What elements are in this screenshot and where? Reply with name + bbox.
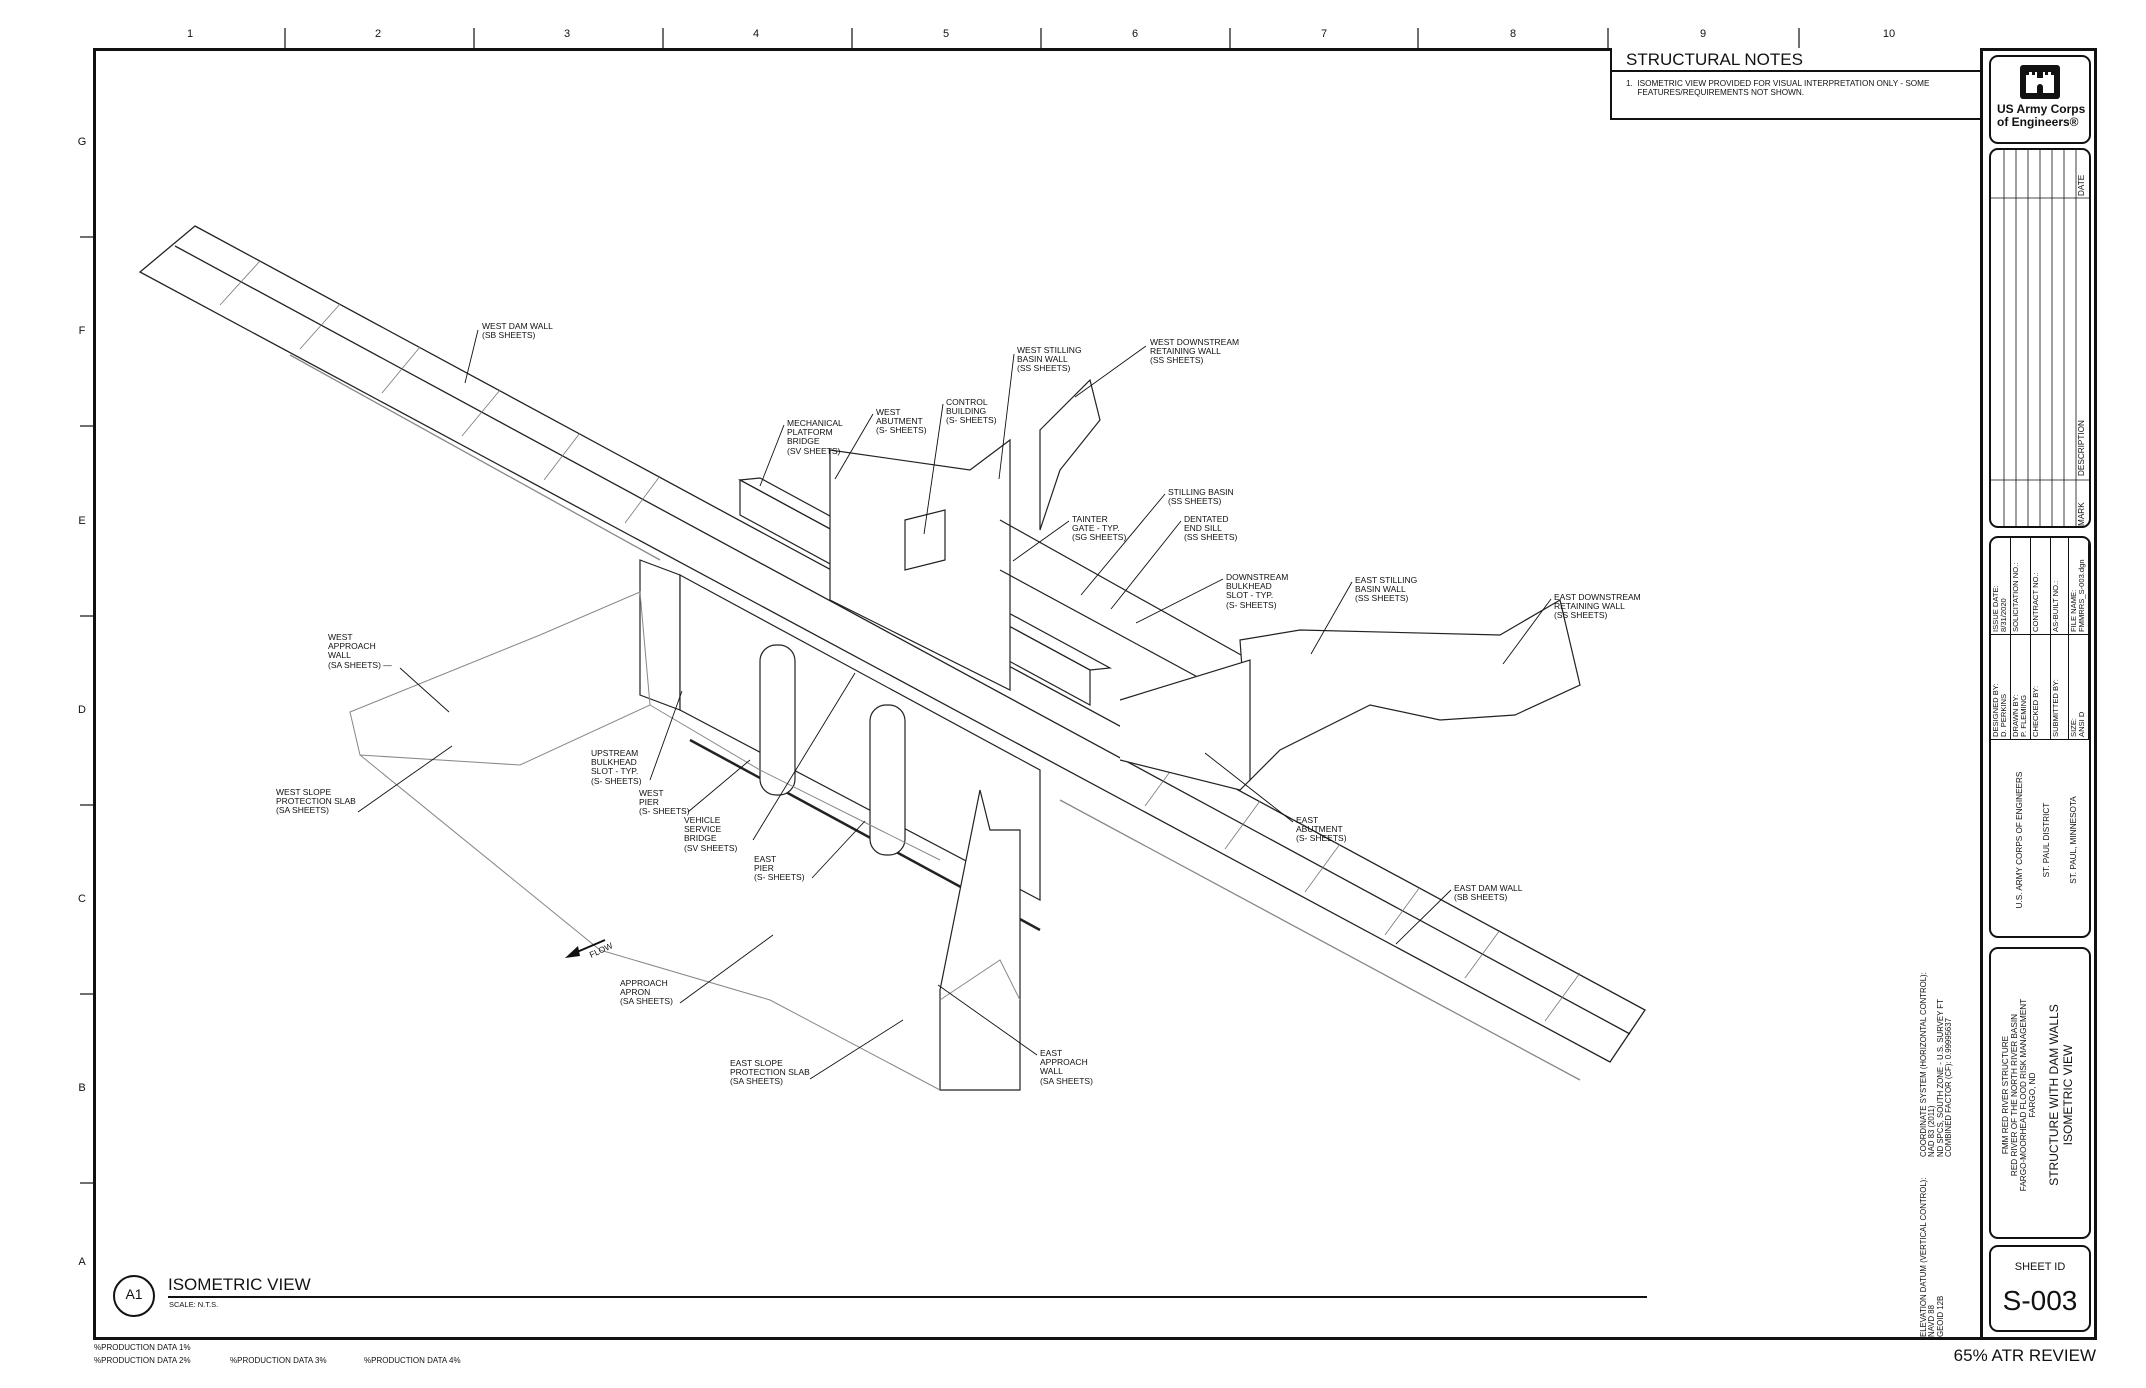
office-line2: ST. PAUL DISTRICT xyxy=(2042,802,2051,878)
grid-col-label: 1 xyxy=(186,28,194,40)
view-title: ISOMETRIC VIEW xyxy=(168,1275,311,1294)
callout-west-slope-protection-slab: WEST SLOPE PROTECTION SLAB (SA SHEETS) xyxy=(276,787,356,816)
grid-col-label: 10 xyxy=(1882,28,1896,40)
datum-notes: ELEVATION DATUM (VERTICAL CONTROL): NAVD… xyxy=(1918,947,1978,1337)
office-line3: ST. PAUL, MINNESOTA xyxy=(2069,796,2078,884)
slabs xyxy=(349,591,1021,1091)
sheet-border xyxy=(93,48,2097,1340)
office-line1: U.S. ARMY CORPS OF ENGINEERS xyxy=(2015,771,2024,909)
sheet-title-line1: STRUCTURE WITH DAM WALLS xyxy=(2047,1004,2061,1186)
logo-text-line1: US Army Corps xyxy=(1997,102,2086,116)
coordinate-system: COORDINATE SYSTEM (HORIZONTAL CONTROL): … xyxy=(1919,972,1954,1157)
flow-arrow xyxy=(565,939,606,958)
callout-downstream-bulkhead-slot: DOWNSTREAM BULKHEAD SLOT - TYP. (S- SHEE… xyxy=(1226,572,1289,610)
callout-east-pier: EAST PIER (S- SHEETS) xyxy=(754,854,805,883)
grid-col-label: 6 xyxy=(1131,28,1139,40)
grid-col-label: 3 xyxy=(563,28,571,40)
solicitation-no: SOLICITATION NO.: xyxy=(2011,538,2031,634)
usace-logo-box: US Army Corps of Engineers® xyxy=(1989,55,2091,144)
callout-control-building: CONTROL BUILDING (S- SHEETS) xyxy=(946,397,997,426)
grid-row-label: E xyxy=(78,515,86,527)
sheet-title-line2: ISOMETRIC VIEW xyxy=(2061,1044,2075,1146)
production-data-3: %PRODUCTION DATA 3% xyxy=(230,1356,327,1365)
project-line4: FARGO, ND xyxy=(2028,1072,2037,1118)
callout-west-approach-wall: WEST APPROACH WALL (SA SHEETS) — xyxy=(328,632,392,670)
castle-logo-icon xyxy=(2020,65,2060,99)
elevation-datum: ELEVATION DATUM (VERTICAL CONTROL): NAVD… xyxy=(1919,1177,1945,1337)
project-title-block: FMM RED RIVER STRUCTURE RED RIVER OF THE… xyxy=(1989,947,2091,1239)
structural-note-item: 1. ISOMETRIC VIEW PROVIDED FOR VISUAL IN… xyxy=(1626,79,1930,97)
view-title-line xyxy=(113,1275,1647,1317)
designed-by: DESIGNED BY: D. PERKINS xyxy=(1991,634,2011,739)
grid-row-label: B xyxy=(78,1082,86,1094)
callout-dentated-end-sill: DENTATED END SILL (SS SHEETS) xyxy=(1184,514,1238,543)
callout-west-stilling-basin-wall: WEST STILLING BASIN WALL (SS SHEETS) xyxy=(1017,345,1082,374)
callout-east-downstream-retaining-wall: EAST DOWNSTREAM RETAINING WALL (SS SHEET… xyxy=(1554,592,1641,621)
sheet-id: S-003 xyxy=(2002,1285,2078,1316)
revision-description-header: DESCRIPTION xyxy=(2077,420,2086,476)
project-line2: RED RIVER OF THE NORTH RIVER BASIN xyxy=(2010,1013,2019,1177)
callout-mechanical-platform-bridge: MECHANICAL PLATFORM BRIDGE (SV SHEETS) xyxy=(787,418,843,456)
production-data-1: %PRODUCTION DATA 1% xyxy=(94,1343,191,1352)
submitted-by: SUBMITTED BY: xyxy=(2051,634,2069,739)
callout-east-dam-wall: EAST DAM WALL (SB SHEETS) xyxy=(1454,883,1523,903)
review-status: 65% ATR REVIEW xyxy=(1953,1346,2096,1365)
callout-stilling-basin: STILLING BASIN (SS SHEETS) xyxy=(1168,487,1234,507)
grid-col-label: 5 xyxy=(942,28,950,40)
callout-west-pier: WEST PIER (S- SHEETS) xyxy=(639,788,690,817)
callout-east-abutment: EAST ABUTMENT (S- SHEETS) xyxy=(1296,815,1347,844)
info-block: U.S. ARMY CORPS OF ENGINEERS ST. PAUL DI… xyxy=(1989,536,2091,938)
grid-row-label: C xyxy=(78,893,86,905)
callout-upstream-bulkhead-slot: UPSTREAM BULKHEAD SLOT - TYP. (S- SHEETS… xyxy=(591,748,642,786)
sheet-size: SIZE: ANSI D xyxy=(2069,634,2089,739)
callout-tainter-gate: TAINTER GATE - TYP. (SG SHEETS) xyxy=(1072,514,1127,543)
sheet-id-block: SHEET ID S-003 xyxy=(1989,1245,2091,1332)
info-grid: DESIGNED BY: D. PERKINS ISSUE DATE: 8/31… xyxy=(1991,538,2089,740)
callout-east-stilling-basin-wall: EAST STILLING BASIN WALL (SS SHEETS) xyxy=(1355,575,1418,604)
project-line3: FARGO-MOORHEAD FLOOD RISK MANAGEMENT xyxy=(2019,998,2028,1192)
callout-vehicle-service-bridge: VEHICLE SERVICE BRIDGE (SV SHEETS) xyxy=(684,815,738,853)
callout-east-slope-protection-slab: EAST SLOPE PROTECTION SLAB (SA SHEETS) xyxy=(730,1058,810,1087)
title-block xyxy=(1980,48,2097,1340)
structural-notes: STRUCTURAL NOTES 1. ISOMETRIC VIEW PROVI… xyxy=(1610,48,1982,120)
grid-col-label: 4 xyxy=(752,28,760,40)
view-scale: SCALE: N.T.S. xyxy=(169,1300,219,1309)
grid-col-label: 2 xyxy=(374,28,382,40)
callout-approach-apron: APPROACH APRON (SA SHEETS) xyxy=(620,978,673,1007)
sheet-id-label: SHEET ID xyxy=(2014,1261,2066,1273)
callout-west-downstream-retaining-wall: WEST DOWNSTREAM RETAINING WALL (SS SHEET… xyxy=(1150,337,1240,366)
revision-date-header: DATE xyxy=(2077,174,2086,196)
view-id: A1 xyxy=(125,1286,143,1302)
as-built-no: AS-BUILT NO.: xyxy=(2051,538,2069,634)
revision-mark-header: MARK xyxy=(2077,502,2086,526)
grid-row-label: G xyxy=(77,136,87,148)
grid-row-label: A xyxy=(78,1256,86,1268)
grid-col-label: 7 xyxy=(1320,28,1328,40)
checked-by: CHECKED BY: xyxy=(2031,634,2051,739)
issue-date: ISSUE DATE: 8/31/2020 xyxy=(1991,538,2011,634)
production-data-4: %PRODUCTION DATA 4% xyxy=(364,1356,461,1365)
structure xyxy=(639,378,1581,1091)
production-data-2: %PRODUCTION DATA 2% xyxy=(94,1356,191,1365)
callout-west-dam-wall: WEST DAM WALL (SB SHEETS) xyxy=(482,321,553,341)
revision-block: MARK DESCRIPTION DATE xyxy=(1989,148,2091,528)
structural-notes-title: STRUCTURAL NOTES xyxy=(1612,48,1980,72)
grid-ticks xyxy=(80,28,1800,1184)
contract-no: CONTRACT NO.: xyxy=(2031,538,2051,634)
callout-west-abutment: WEST ABUTMENT (S- SHEETS) xyxy=(876,407,927,436)
grid-row-label: F xyxy=(78,325,86,337)
grid-row-label: D xyxy=(78,704,86,716)
leader-lines xyxy=(357,329,1552,1080)
grid-col-label: 8 xyxy=(1509,28,1517,40)
drawn-by: DRAWN BY: P. FLEMING xyxy=(2011,634,2031,739)
callout-east-approach-wall: EAST APPROACH WALL (SA SHEETS) xyxy=(1040,1048,1093,1086)
revision-grid xyxy=(1991,150,2089,526)
grid-col-label: 9 xyxy=(1699,28,1707,40)
office-address: U.S. ARMY CORPS OF ENGINEERS ST. PAUL DI… xyxy=(1997,740,2089,936)
project-line1: FMM RED RIVER STRUCTURE xyxy=(2001,1035,2010,1155)
file-name: FILE NAME: FMMRRS_S-003.dgn xyxy=(2069,538,2089,634)
logo-text-line2: of Engineers® xyxy=(1997,115,2079,129)
